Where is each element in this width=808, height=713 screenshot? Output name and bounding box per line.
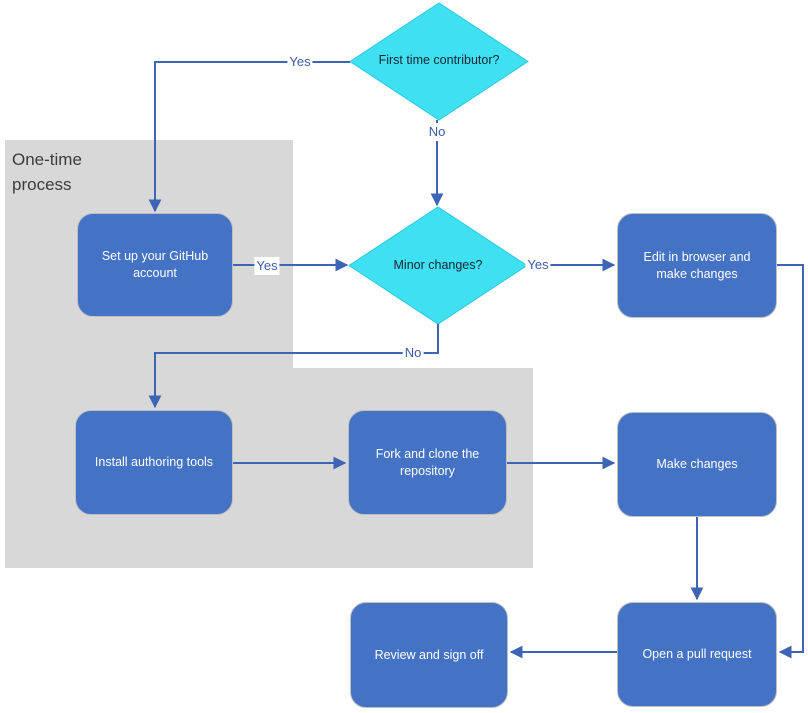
process-label: Review and sign off: [374, 647, 484, 662]
decision-label-minor-changes: Minor changes?: [368, 236, 508, 296]
process-label: Install authoring tools: [94, 455, 214, 470]
process-label: Open a pull request: [642, 647, 752, 662]
process-setup-github: Set up your GitHub account: [77, 213, 233, 317]
decision-label-first-time-contributor: First time contributor?: [369, 31, 509, 91]
process-label: Set up your GitHub account: [101, 249, 209, 280]
decision-text: First time contributor?: [378, 53, 500, 68]
edge-label-first-time-no: No: [426, 123, 448, 141]
connector-minor-no-to-installtools: [148, 324, 439, 409]
process-label: Edit in browser and make changes: [643, 249, 751, 281]
process-install-authoring-tools: Install authoring tools: [75, 410, 233, 515]
decision-text: Minor changes?: [393, 258, 483, 273]
process-label: Make changes: [656, 457, 738, 472]
connector-editbrowser-to-openpr: [777, 264, 804, 659]
edge-label-setup-yes: Yes: [254, 257, 280, 275]
process-label: Fork and clone the repository: [375, 446, 480, 478]
process-make-changes: Make changes: [617, 412, 777, 517]
process-edit-in-browser: Edit in browser and make changes: [617, 213, 777, 318]
edge-label-minor-no: No: [402, 344, 424, 362]
process-open-pull-request: Open a pull request: [617, 602, 777, 707]
process-review-sign-off: Review and sign off: [350, 602, 508, 708]
one-time-process-label: One-time process: [12, 150, 82, 194]
decision-first-time-contributor: [349, 2, 529, 121]
edge-label-minor-yes: Yes: [525, 256, 551, 274]
edge-label-first-time-yes: Yes: [287, 53, 313, 71]
connector-firsttime-yes-to-setup: [148, 61, 350, 213]
process-fork-clone-repository: Fork and clone the repository: [348, 410, 507, 515]
